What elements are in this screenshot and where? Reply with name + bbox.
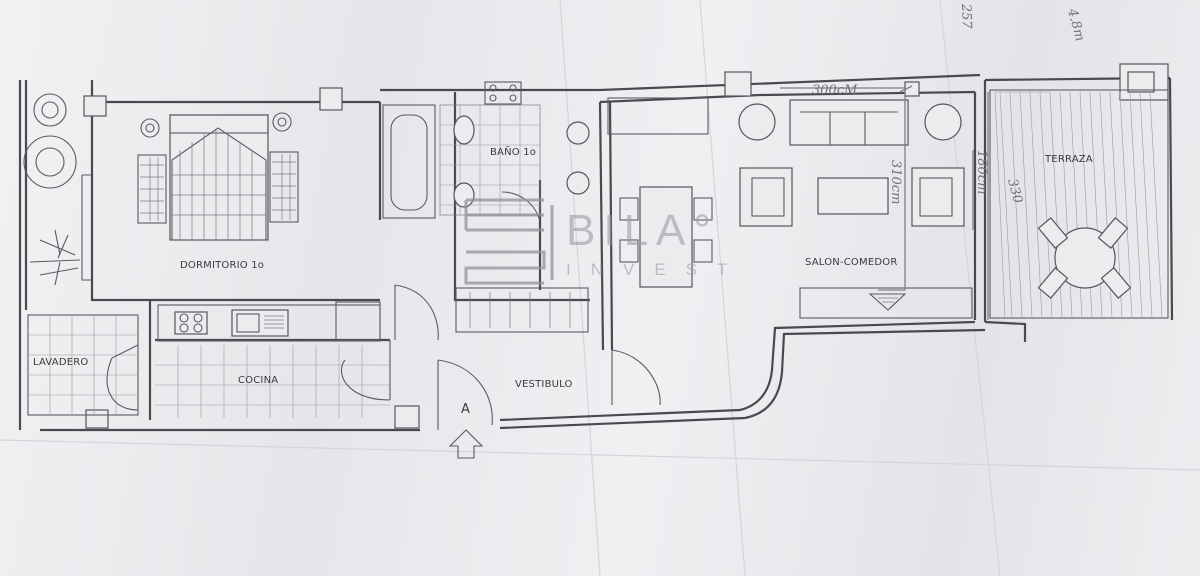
doors	[394, 284, 661, 430]
label-bano: BAÑO 1o	[490, 145, 536, 158]
label-terraza: TERRAZA	[1044, 154, 1093, 165]
annotation-257: 257	[958, 3, 974, 30]
label-entrance: A	[461, 402, 470, 417]
closet	[455, 287, 589, 333]
logo-subtitle: INVEST	[566, 260, 747, 279]
planting	[23, 93, 81, 286]
kitchen	[155, 301, 391, 418]
entrance-arrow	[448, 429, 484, 459]
columns	[83, 63, 1169, 429]
annotation-300cm: 300cM	[812, 83, 858, 98]
pen-annotations: 300cM 310cm 180cm 330 257 4.8m	[780, 3, 1087, 320]
logo-mark	[464, 198, 554, 285]
logo-brand: BILA°	[566, 206, 719, 255]
annotation-310cm: 310cm	[888, 160, 903, 204]
annotation-top-right: 4.8m	[1064, 6, 1087, 43]
laundry	[27, 314, 139, 416]
bedroom	[81, 112, 299, 281]
room-labels: DORMITORIO 1o BAÑO 1o LAVADERO COCINA VE…	[33, 145, 1093, 417]
label-dormitorio: DORMITORIO 1o	[180, 260, 264, 271]
terrace	[989, 89, 1169, 319]
label-salon-comedor: SALON-COMEDOR	[805, 257, 897, 268]
watermark-logo: BILA° INVEST	[464, 198, 747, 285]
label-cocina: COCINA	[238, 375, 278, 386]
annotation-330: 330	[1004, 177, 1025, 205]
annotation-180cm: 180cm	[974, 150, 989, 194]
living-room	[607, 97, 973, 319]
label-lavadero: LAVADERO	[33, 357, 88, 368]
label-vestibulo: VESTIBULO	[515, 379, 573, 390]
